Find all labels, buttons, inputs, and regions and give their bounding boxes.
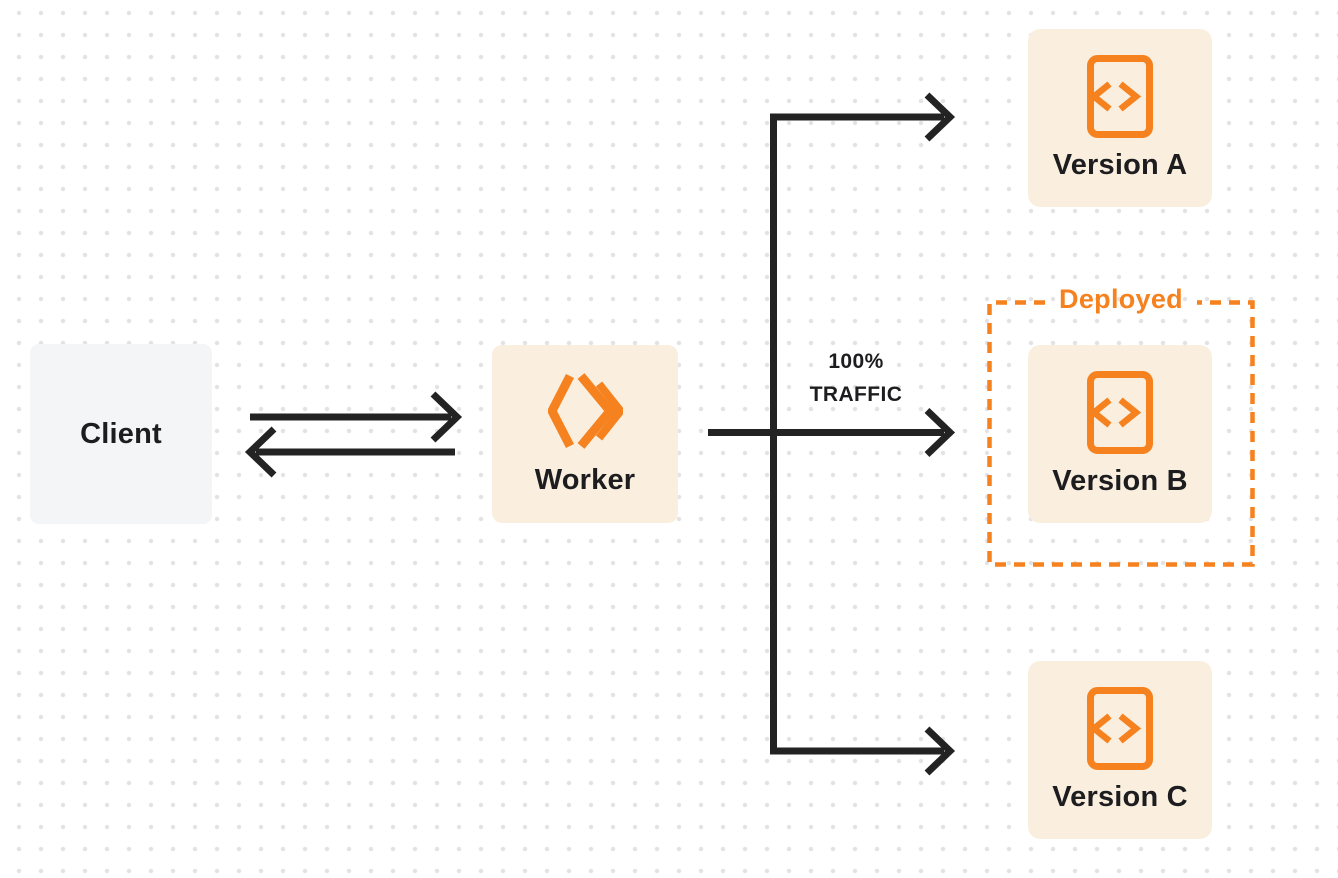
arrow-to-version-b-head xyxy=(924,407,956,458)
version-b-label: Version B xyxy=(1052,464,1188,497)
arrow-worker-to-client-head xyxy=(244,426,277,478)
version-b-node: Version B xyxy=(1028,345,1212,523)
arrow-to-version-c-head xyxy=(924,726,956,776)
code-file-icon xyxy=(1087,54,1153,138)
version-a-label: Version A xyxy=(1052,148,1188,181)
version-c-node: Version C xyxy=(1028,661,1212,839)
version-c-label: Version C xyxy=(1052,780,1188,813)
version-a-node: Version A xyxy=(1028,29,1212,207)
client-node: Client xyxy=(30,344,212,524)
deployed-group: Deployed xyxy=(987,284,1255,567)
traffic-label: 100% TRAFFIC xyxy=(781,345,931,411)
traffic-word: TRAFFIC xyxy=(809,383,903,406)
workers-logo-icon xyxy=(547,372,623,449)
deployed-dashed-border xyxy=(987,300,1255,567)
code-file-icon xyxy=(1087,370,1153,454)
traffic-percent: 100% xyxy=(828,350,884,373)
worker-label: Worker xyxy=(534,463,636,496)
arrow-to-version-a-head xyxy=(924,92,956,142)
worker-node: Worker xyxy=(492,345,678,523)
deployed-label: Deployed xyxy=(1059,284,1183,314)
client-label: Client xyxy=(80,417,162,450)
code-file-icon xyxy=(1087,686,1153,770)
arrow-client-to-worker-head xyxy=(430,391,463,443)
